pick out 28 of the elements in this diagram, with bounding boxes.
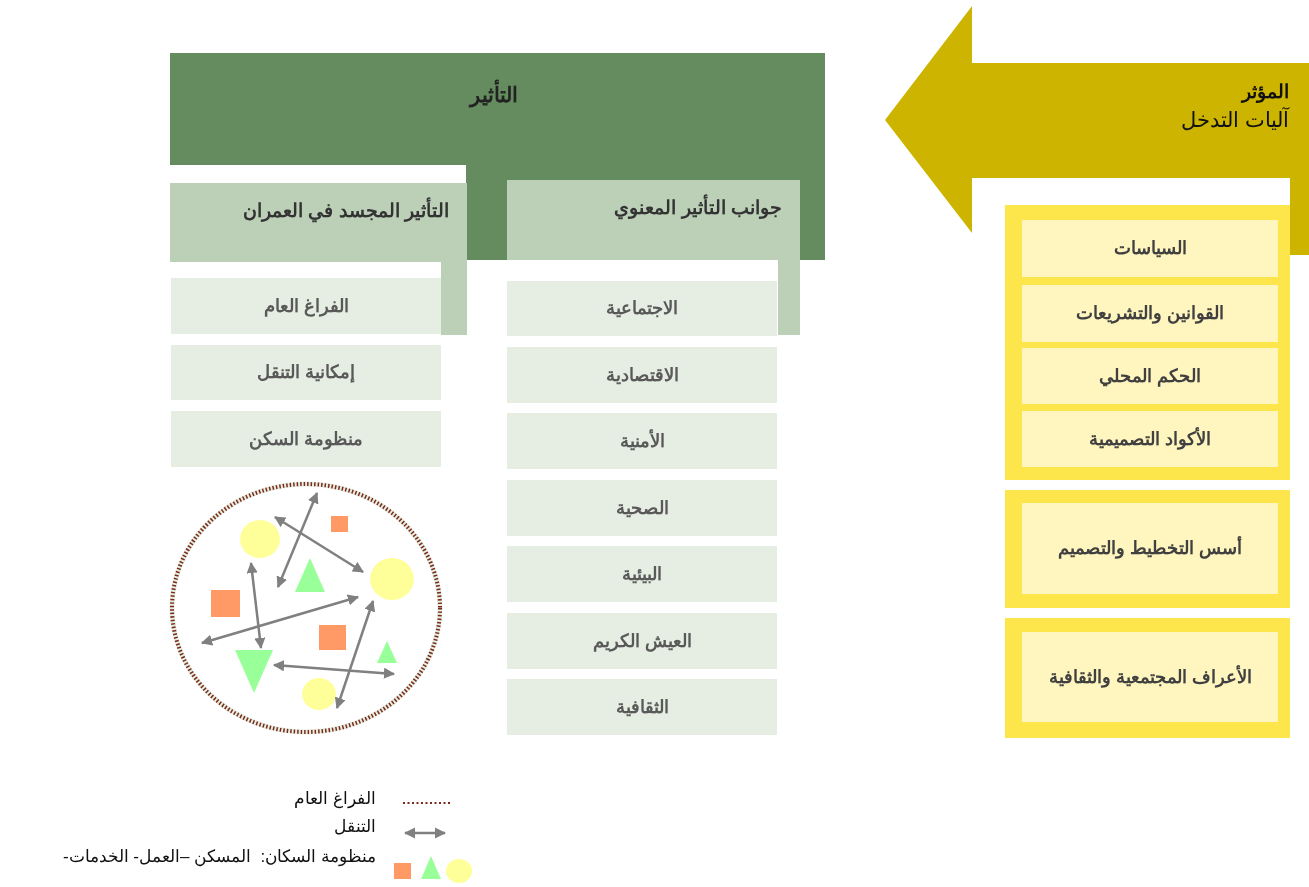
list-item: الأكواد التصميمية (1022, 411, 1278, 467)
list-item: السياسات (1022, 220, 1278, 277)
list-item: الحكم المحلي (1022, 348, 1278, 404)
list-item: الثقافية (507, 679, 777, 735)
column-header (170, 183, 467, 335)
list-item: منظومة السكن (171, 411, 441, 467)
group-panel (1005, 205, 1290, 480)
list-item: الصحية (507, 480, 777, 536)
list-item: القوانين والتشريعات (1022, 285, 1278, 342)
list-item: الفراغ العام (171, 278, 441, 334)
body-text: آليات التدخل (1181, 108, 1289, 132)
list-item: البيئية (507, 546, 777, 602)
list-item: الاجتماعية (507, 281, 777, 336)
list-item: العيش الكريم (507, 613, 777, 669)
list-item: إمكانية التنقل (171, 345, 441, 400)
list-item: أسس التخطيط والتصميم (1022, 503, 1278, 594)
heading-text: المؤثر (1242, 80, 1289, 103)
column-header (507, 180, 802, 335)
legend-text: الفراغ العام (294, 788, 376, 809)
header-text: التأثير المجسد في العمران (243, 199, 449, 222)
list-item: الاقتصادية (507, 347, 777, 403)
list-item: الأعراف المجتمعية والثقافية (1022, 632, 1278, 722)
legend-text: منظومة السكان: المسكن –العمل- الخدمات- (62, 846, 376, 867)
legend-text: التنقل (334, 816, 376, 837)
group-panel (1005, 618, 1290, 738)
header-text: جوانب التأثير المعنوي (614, 196, 782, 219)
group-panel (1005, 490, 1290, 608)
list-item: الأمنية (507, 413, 777, 469)
